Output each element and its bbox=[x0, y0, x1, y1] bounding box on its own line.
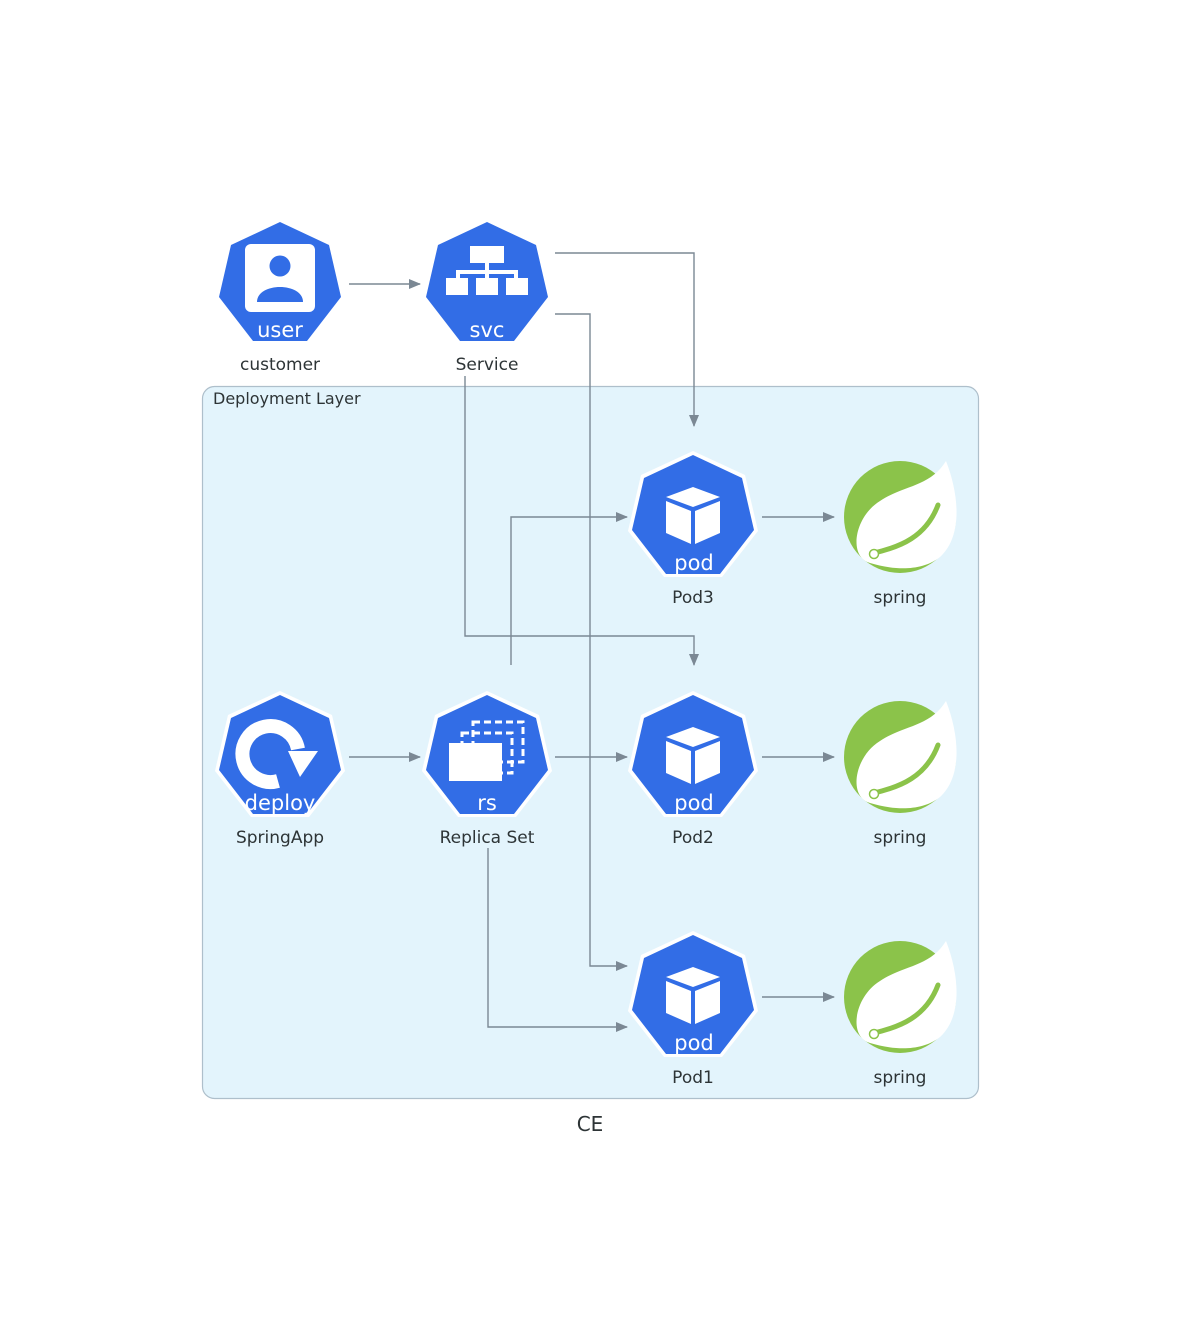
edge-service-pod1 bbox=[555, 313, 628, 971]
icon-caption: user bbox=[257, 318, 303, 342]
node-replicaset[interactable]: rs Replica Set bbox=[422, 691, 552, 848]
node-spring3[interactable]: spring bbox=[844, 461, 957, 608]
node-label: customer bbox=[240, 355, 320, 375]
node-label: Pod1 bbox=[672, 1068, 714, 1088]
icon-caption: deploy bbox=[245, 791, 316, 815]
node-label: Pod2 bbox=[672, 828, 714, 848]
service-icon bbox=[446, 246, 528, 295]
replicaset-icon bbox=[449, 720, 525, 781]
icon-caption: pod bbox=[674, 551, 714, 575]
node-label: spring bbox=[874, 828, 927, 848]
edge-replicaset-pod1 bbox=[487, 848, 628, 1032]
user-icon bbox=[245, 244, 315, 312]
node-spring1[interactable]: spring bbox=[844, 941, 957, 1088]
node-service[interactable]: svc Service bbox=[422, 218, 552, 375]
icon-caption: pod bbox=[674, 791, 714, 815]
node-pod2[interactable]: pod Pod2 bbox=[628, 691, 758, 848]
spring-leaf-icon bbox=[844, 941, 957, 1053]
spring-leaf-icon bbox=[844, 701, 957, 813]
node-label: Replica Set bbox=[440, 828, 535, 848]
spring-leaf-icon bbox=[844, 461, 957, 573]
node-label: SpringApp bbox=[236, 828, 324, 848]
node-label: spring bbox=[874, 588, 927, 608]
node-springapp[interactable]: deploy SpringApp bbox=[215, 691, 345, 848]
node-label: Pod3 bbox=[672, 588, 714, 608]
node-customer[interactable]: user customer bbox=[215, 218, 345, 375]
node-label: Service bbox=[456, 355, 519, 375]
diagram-title: CE bbox=[577, 1112, 604, 1136]
icon-caption: rs bbox=[477, 791, 497, 815]
node-spring2[interactable]: spring bbox=[844, 701, 957, 848]
deploy-icon bbox=[235, 719, 318, 790]
cluster-label: Deployment Layer bbox=[213, 389, 361, 408]
edge-replicaset-pod3 bbox=[510, 512, 628, 665]
icon-caption: svc bbox=[470, 318, 505, 342]
edges bbox=[349, 252, 835, 1032]
edge-service-pod2 bbox=[464, 376, 699, 666]
edge-service-pod3 bbox=[555, 252, 699, 427]
node-pod1[interactable]: pod Pod1 bbox=[628, 931, 758, 1088]
icon-caption: pod bbox=[674, 1031, 714, 1055]
node-label: spring bbox=[874, 1068, 927, 1088]
node-pod3[interactable]: pod Pod3 bbox=[628, 451, 758, 608]
